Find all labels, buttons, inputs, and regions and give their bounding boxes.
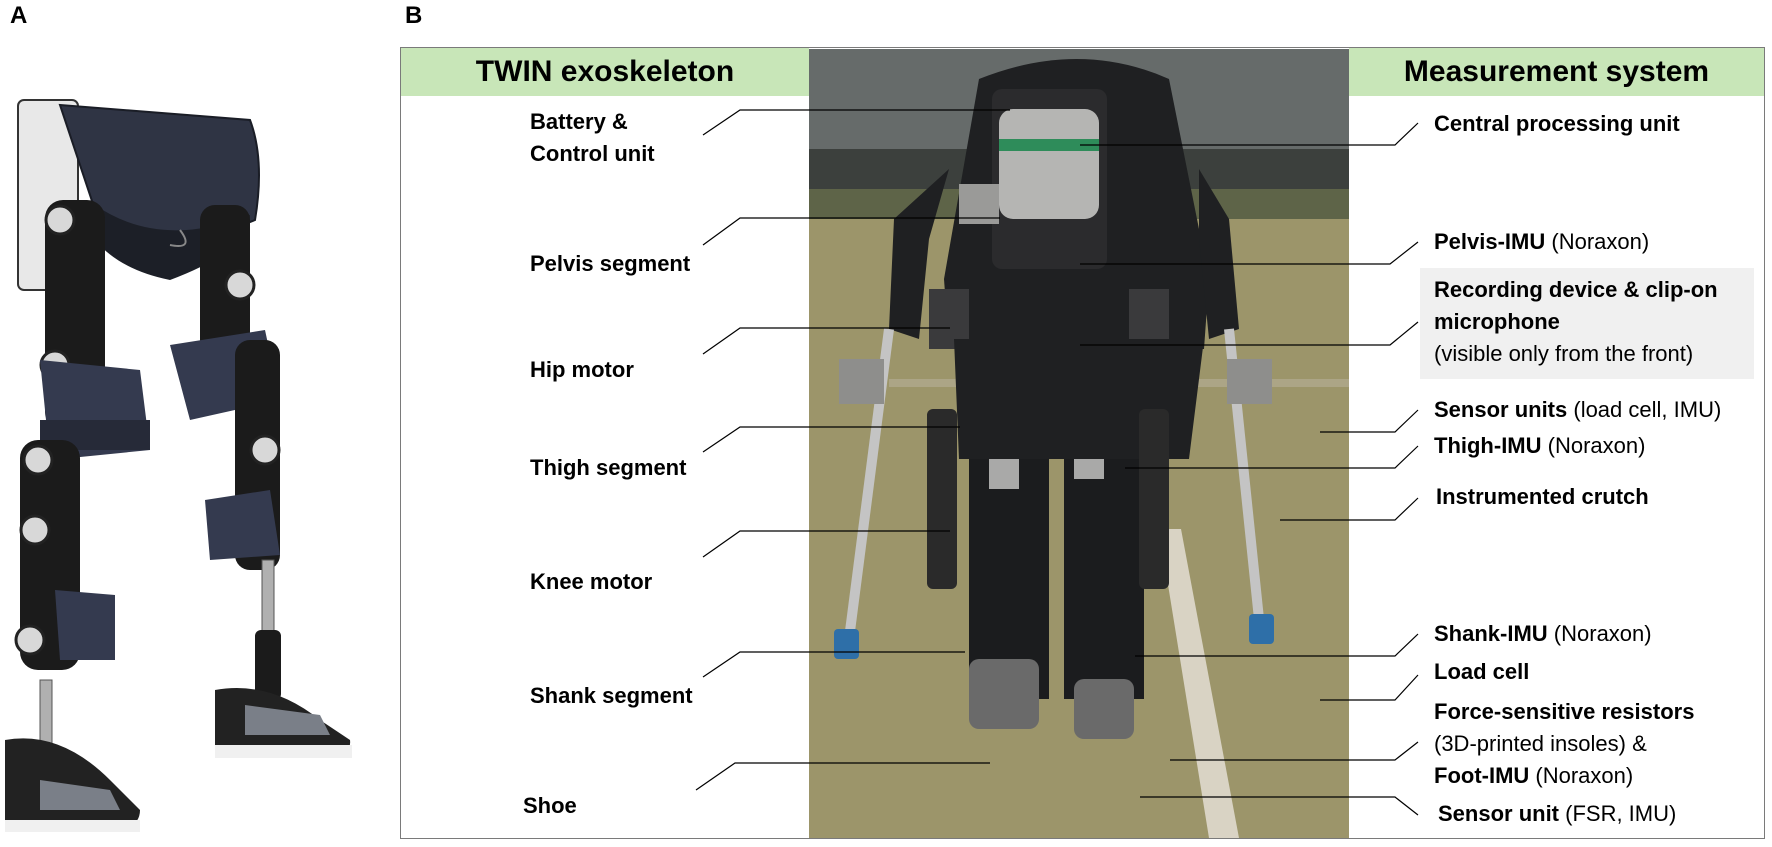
- label-recording-device: Recording device & clip-on microphone (v…: [1434, 277, 1718, 366]
- label-battery-line1: Battery &: [530, 109, 628, 134]
- leader-recording: [1080, 321, 1419, 346]
- leader-shank-imu: [1135, 633, 1419, 657]
- leader-knee: [702, 530, 950, 558]
- label-central-processing: Central processing unit: [1434, 111, 1680, 136]
- leader-pelvis-imu: [1080, 241, 1419, 265]
- leader-load-cell: [1320, 674, 1419, 701]
- label-battery-line2: Control unit: [530, 141, 655, 166]
- label-fsr: Force-sensitive resistors (3D-printed in…: [1434, 699, 1695, 788]
- label-pelvis-imu: Pelvis-IMU (Noraxon): [1434, 229, 1650, 254]
- leader-sensor-unit: [1140, 796, 1419, 816]
- recording-device-box: [1420, 268, 1754, 379]
- label-shank-segment: Shank segment: [530, 683, 693, 708]
- label-battery-control: Battery & Control unit: [530, 106, 655, 170]
- leader-shoe: [695, 762, 990, 791]
- label-load-cell: Load cell: [1434, 659, 1530, 684]
- label-sensor-units: Sensor units (load cell, IMU): [1434, 397, 1722, 422]
- label-knee-motor: Knee motor: [530, 569, 653, 594]
- header-twin-exoskeleton: TWIN exoskeleton: [401, 48, 809, 96]
- leader-hip: [702, 327, 950, 355]
- leader-crutch: [1280, 497, 1419, 521]
- leader-sensor-units: [1320, 409, 1419, 433]
- leader-foot-imu: [1170, 741, 1419, 761]
- participant-drawing: [809, 49, 1349, 838]
- label-shank-imu: Shank-IMU (Noraxon): [1434, 621, 1652, 646]
- leader-battery: [702, 109, 1010, 136]
- panel-b-label: B: [405, 2, 423, 29]
- label-shoe: Shoe: [523, 793, 577, 818]
- label-hip-motor: Hip motor: [530, 357, 634, 382]
- panel-a-label: A: [10, 2, 28, 29]
- participant-photo: [809, 49, 1349, 838]
- leader-pelvis: [702, 217, 1000, 246]
- leader-thigh: [702, 426, 960, 453]
- leader-thigh-imu: [1125, 445, 1419, 469]
- label-thigh-imu: Thigh-IMU (Noraxon): [1434, 433, 1646, 458]
- header-measurement-system: Measurement system: [1349, 48, 1764, 96]
- label-pelvis-segment: Pelvis segment: [530, 251, 691, 276]
- leader-central: [1080, 122, 1419, 146]
- measurement-panel: TWIN exoskeleton Measurement system: [400, 47, 1765, 839]
- label-sensor-unit: Sensor unit (FSR, IMU): [1438, 801, 1677, 826]
- label-thigh-segment: Thigh segment: [530, 455, 687, 480]
- label-instrumented-crutch: Instrumented crutch: [1436, 484, 1649, 509]
- exoskeleton-illustration: [5, 99, 352, 832]
- leader-shank: [702, 651, 965, 678]
